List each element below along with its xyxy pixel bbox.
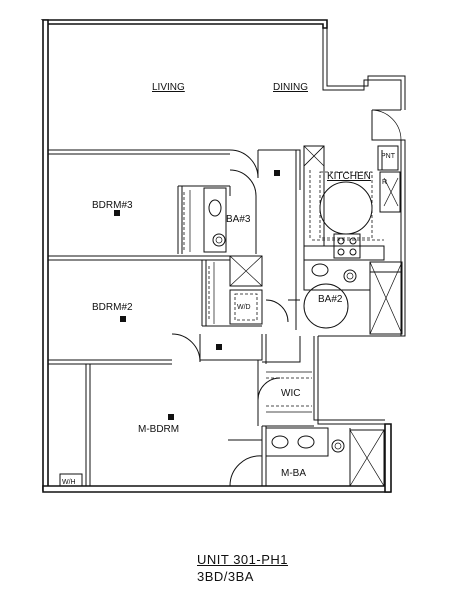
label-bath2: BA#2 — [318, 294, 343, 305]
label-bath3: BA#3 — [226, 214, 251, 225]
label-bedroom3: BDRM#3 — [92, 200, 133, 211]
label-water-heater: W/H — [62, 479, 76, 486]
laundry-area — [201, 255, 296, 327]
label-bedroom2: BDRM#2 — [92, 302, 133, 313]
kitchen-fixtures — [303, 145, 401, 261]
entry-door — [371, 109, 402, 141]
label-master-bedroom: M-BDRM — [138, 424, 179, 435]
label-dining: DINING — [273, 82, 308, 93]
bedroom3-closet — [177, 169, 257, 254]
label-wic: WIC — [281, 388, 300, 399]
exterior-walls — [40, 19, 406, 493]
markers — [59, 170, 280, 487]
unit-subtitle: 3BD/3BA — [197, 569, 254, 584]
walk-in-closet — [266, 371, 312, 413]
room-labels: LIVING DINING KITCHEN BDRM#3 BA#3 BDRM#2… — [62, 82, 396, 486]
label-living: LIVING — [152, 82, 185, 93]
bath2-fixtures — [296, 260, 403, 335]
label-pantry: PNT — [381, 153, 396, 160]
label-washer-dryer: W/D — [237, 304, 251, 311]
label-kitchen: KITCHEN — [327, 171, 371, 182]
unit-title: UNIT 301-PH1 — [197, 552, 289, 567]
label-refrigerator: R — [382, 179, 387, 186]
interior-walls — [48, 149, 314, 487]
master-bath-fixtures — [265, 427, 385, 487]
label-master-bath: M-BA — [281, 468, 306, 479]
